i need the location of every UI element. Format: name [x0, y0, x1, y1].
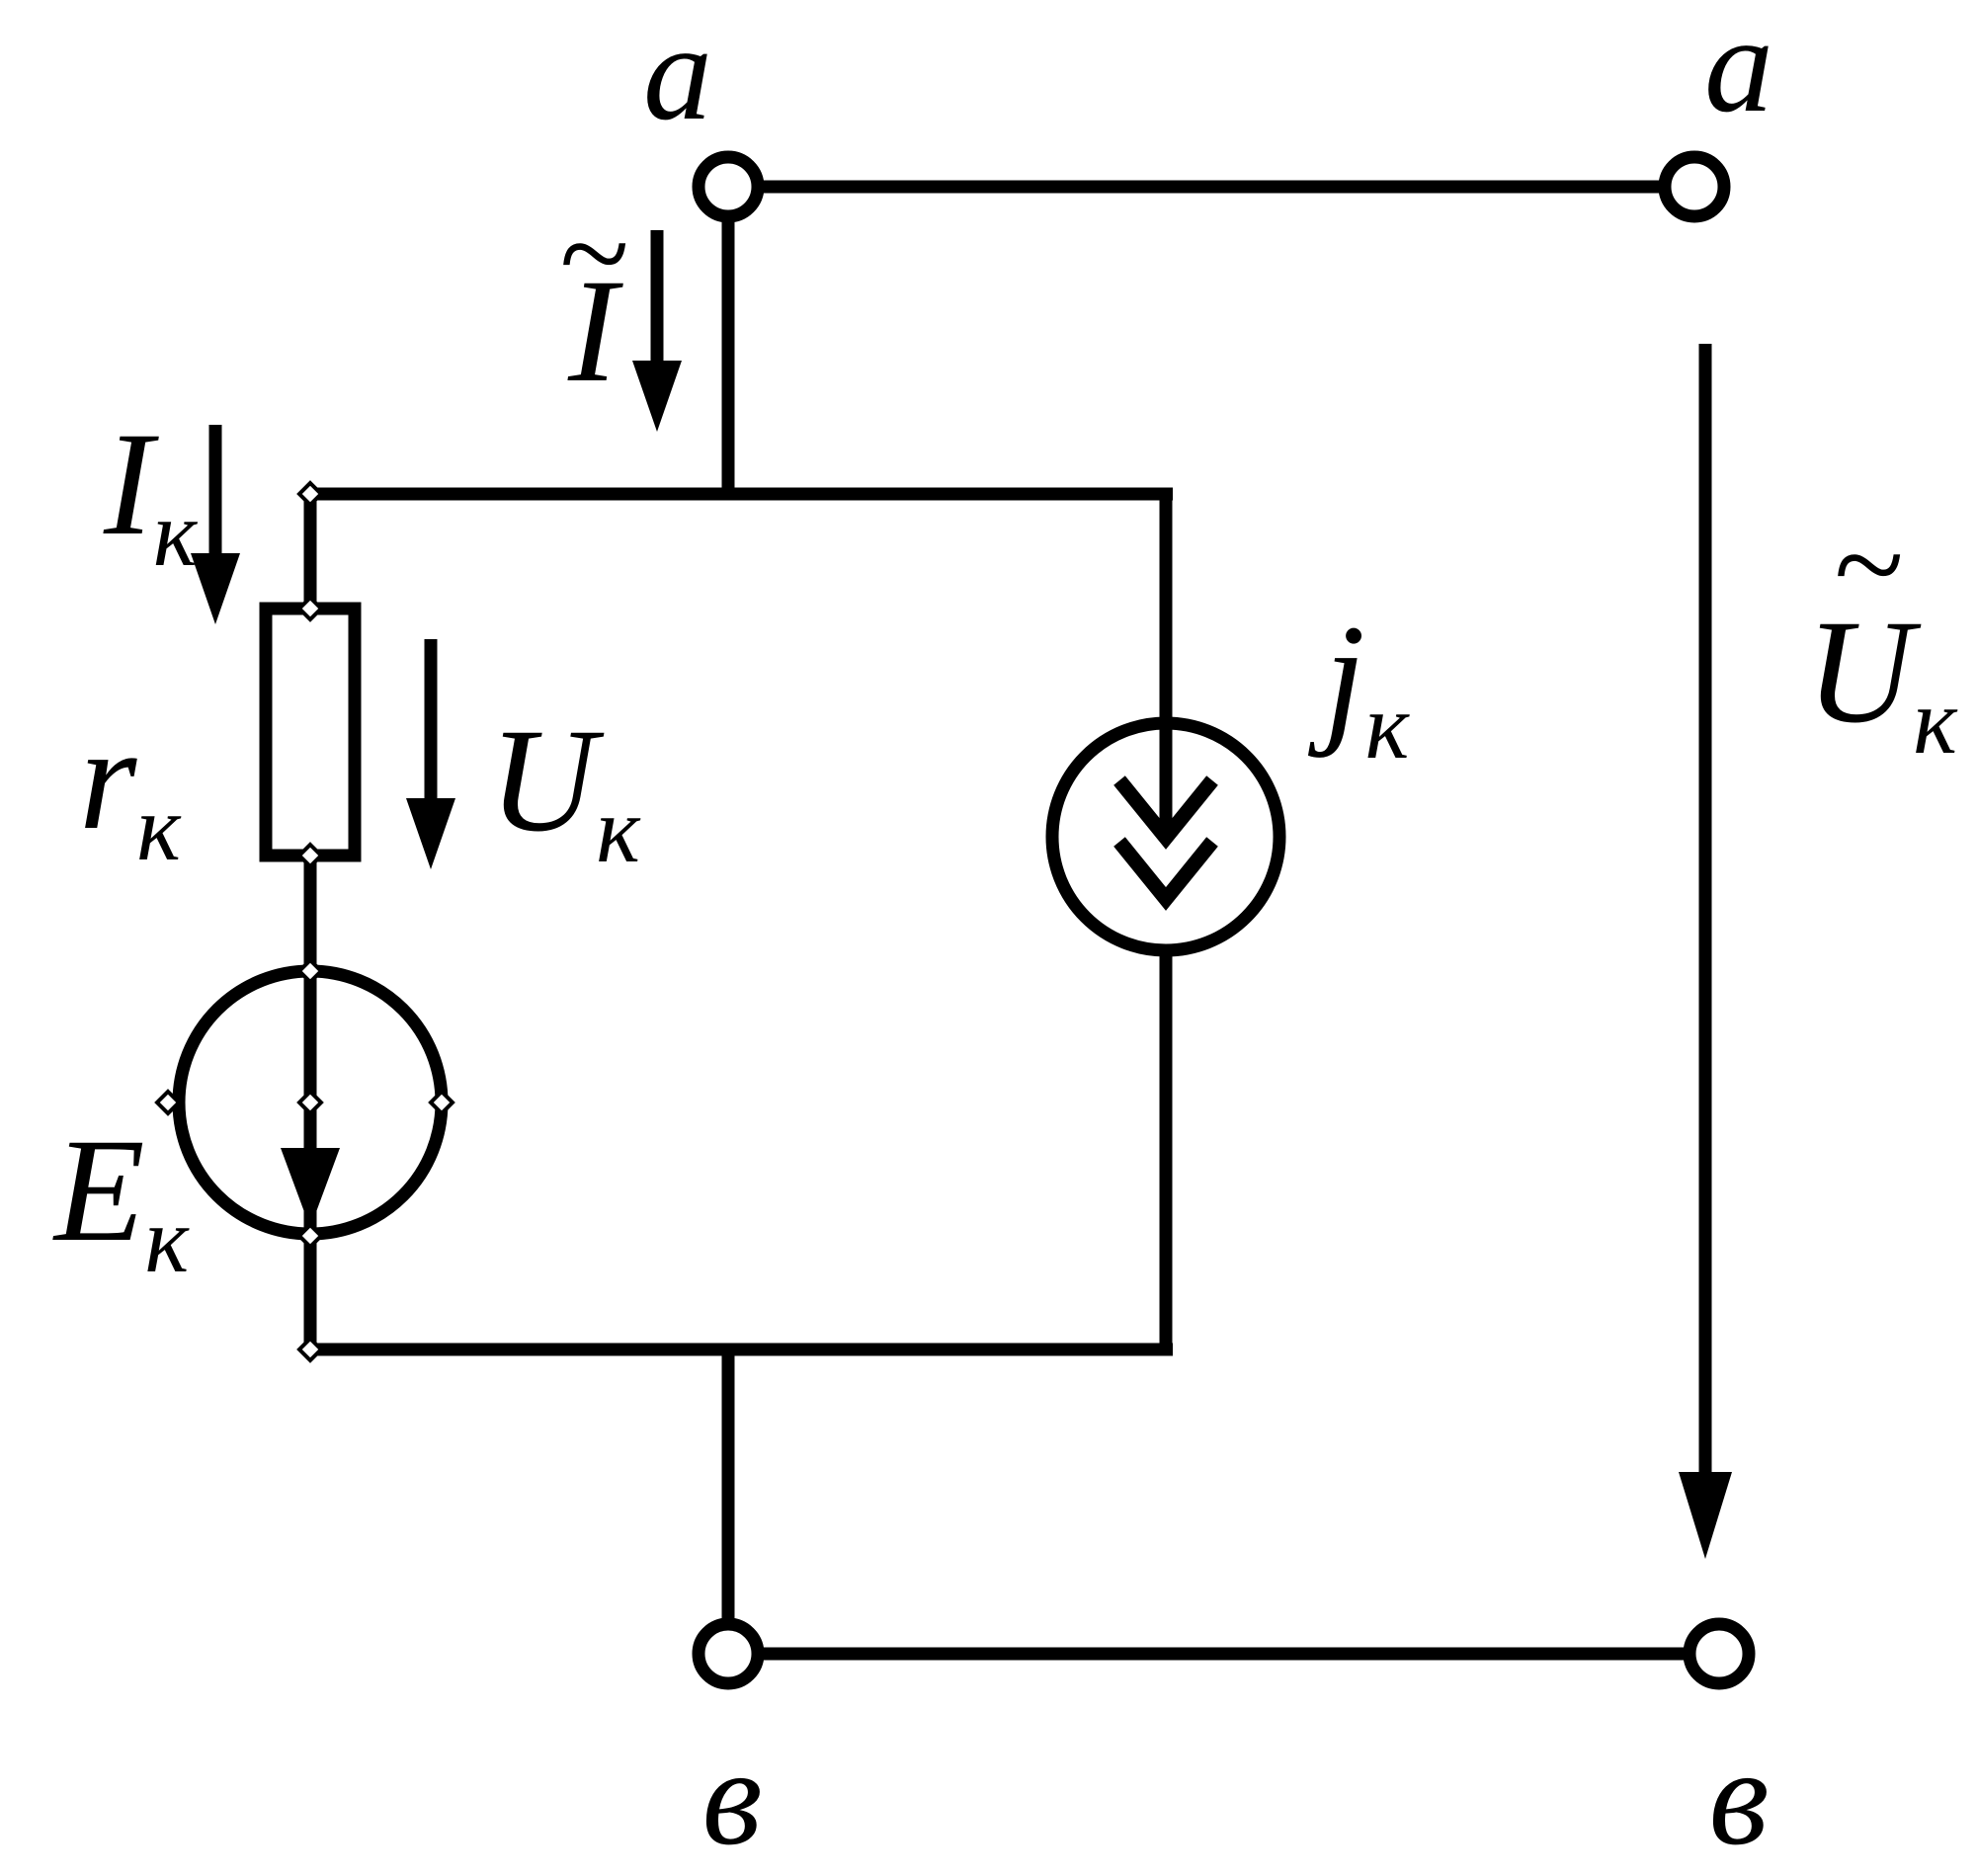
emf-arrow: [281, 1148, 340, 1228]
branch-current-label: Iк: [103, 402, 199, 586]
branch-voltage-arrow: [406, 639, 455, 869]
current-source-arrow-upper: [1113, 775, 1218, 850]
branch-voltage-label: Uк: [489, 698, 641, 882]
emf-label: Eк: [52, 1108, 191, 1292]
terminal-bottom-right: [1683, 1617, 1756, 1690]
node-markers: [154, 480, 455, 1363]
terminal-label-bottom-left: в: [702, 1721, 763, 1874]
terminal-label-top-right: a: [1704, 0, 1773, 141]
port-voltage-label: Uк: [1806, 590, 1958, 774]
main-current-arrow: [632, 230, 682, 432]
port-voltage-arrow: [1679, 344, 1732, 1559]
current-source-arrow-lower: [1113, 837, 1218, 911]
port-voltage-tilde: ~: [1833, 494, 1902, 636]
terminal-label-bottom-right: в: [1709, 1721, 1770, 1874]
branch-current-arrow: [191, 425, 240, 624]
terminal-bottom-left: [692, 1617, 765, 1690]
main-current-label: I: [567, 249, 623, 413]
terminal-top-left: [692, 150, 765, 223]
terminal-label-top-left: a: [643, 0, 712, 149]
resistor-body: [259, 602, 362, 862]
main-current-tilde: ~: [558, 183, 627, 325]
resistor-label: rк: [79, 696, 182, 880]
terminal-top-right: [1658, 150, 1731, 223]
